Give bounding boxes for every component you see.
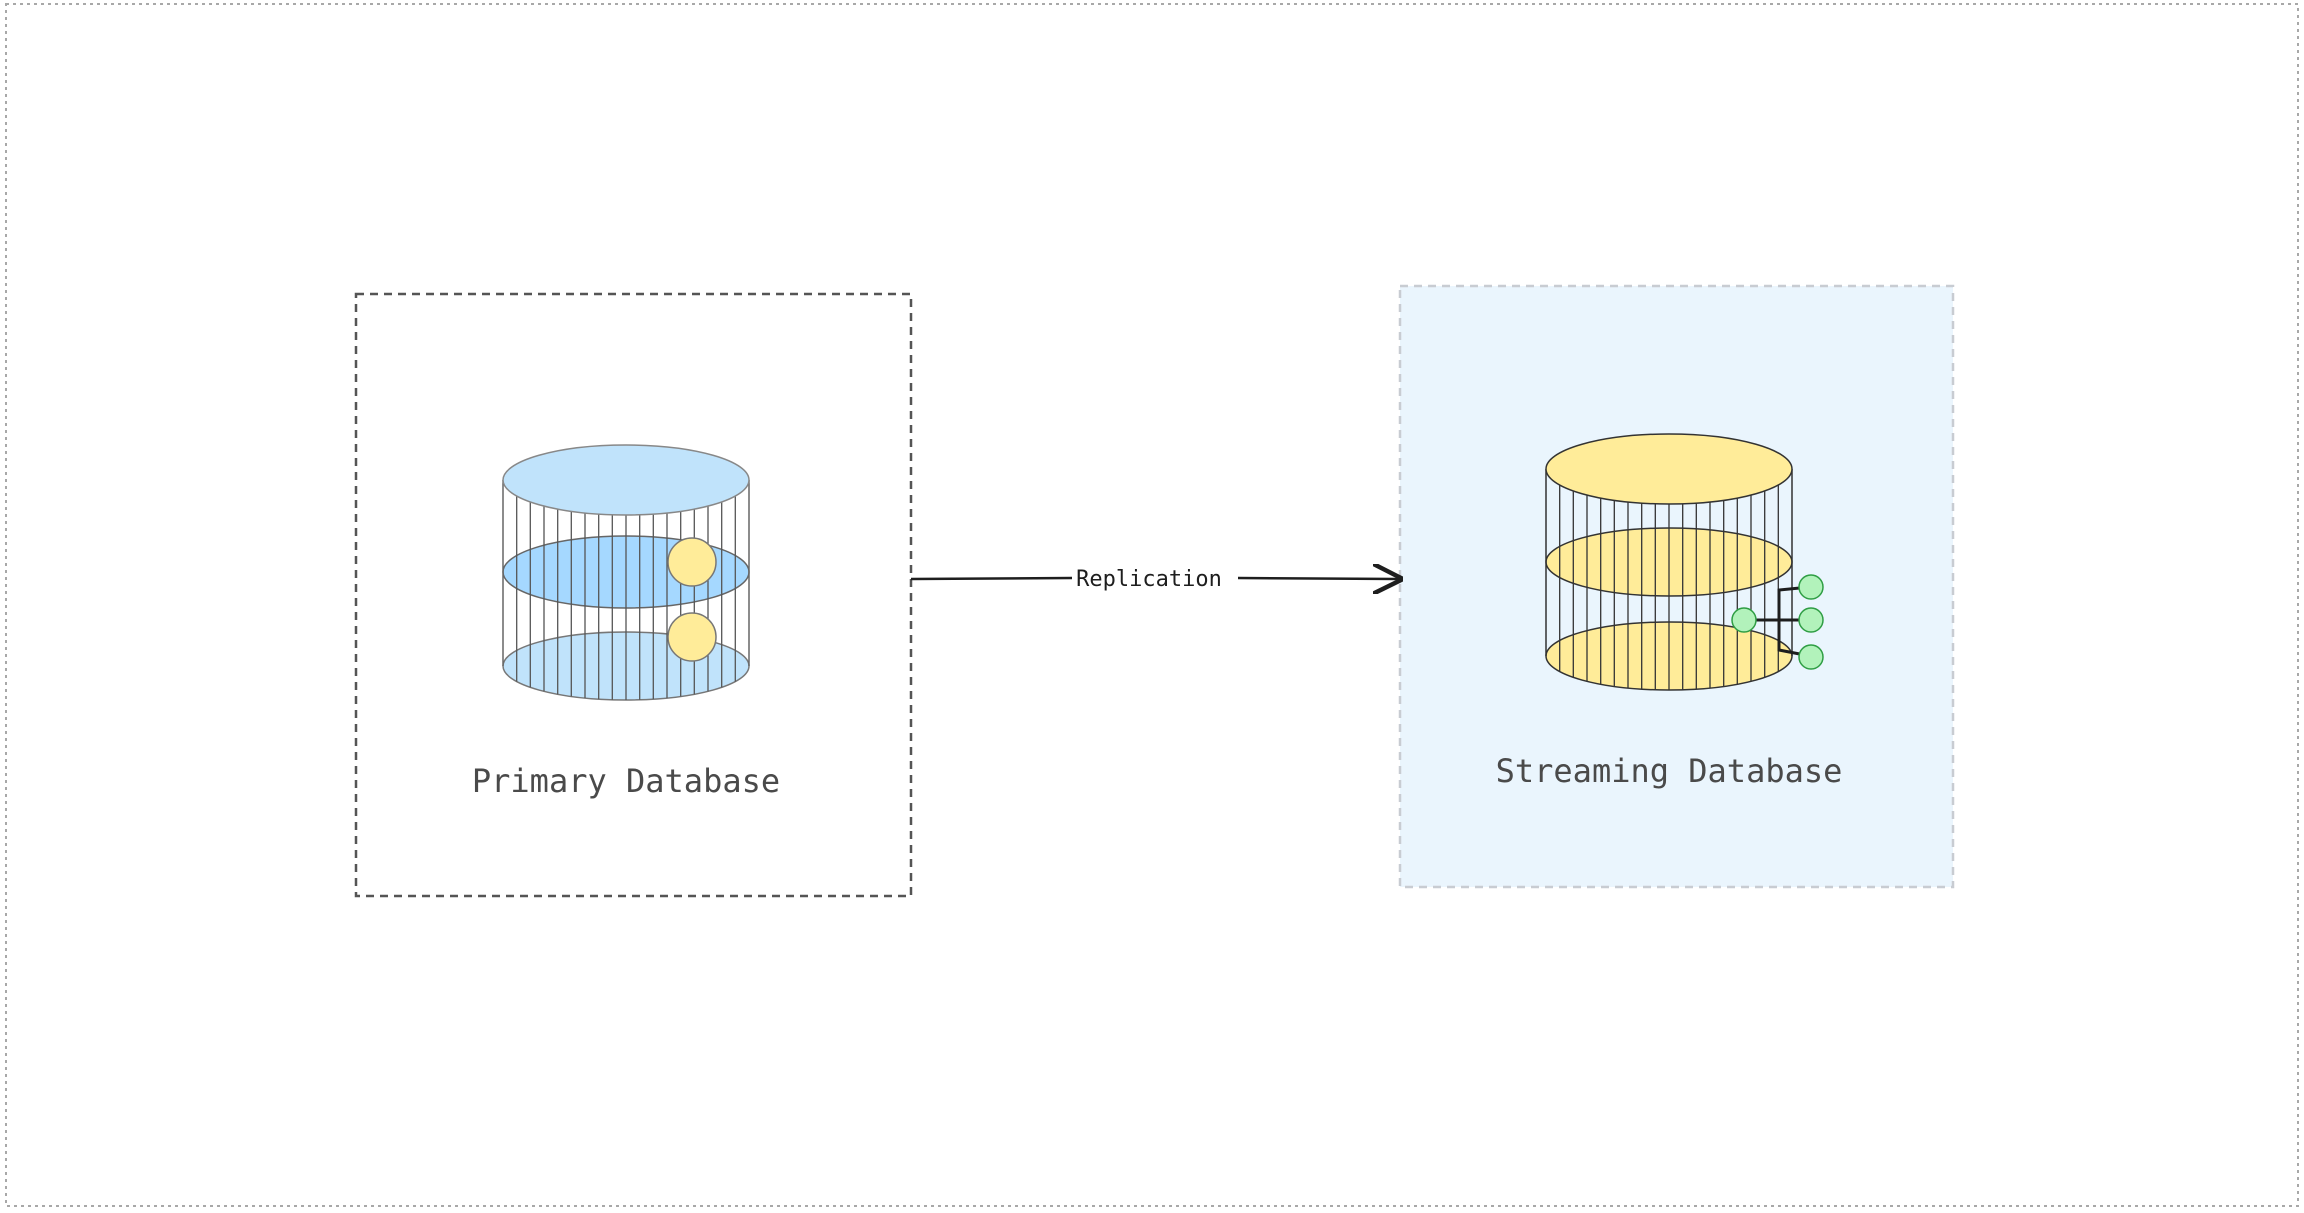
edge-replication[interactable]: Replication [910,567,1400,592]
replication-label: Replication [1076,567,1222,592]
primary-database-box [354,292,913,898]
node-primary-database[interactable]: Primary Database [354,292,913,898]
replication-arrow-right [1237,578,1400,579]
frame-border [5,3,2299,1207]
node-streaming-database[interactable]: Streaming Database [1398,284,1955,889]
database-icon [502,444,750,701]
data-dot-icon [667,612,717,662]
streaming-database-label: Streaming Database [1496,752,1843,790]
stream-fanout-icon [1731,574,1824,670]
replication-arrow-left [910,576,1073,581]
data-dot-icon [667,537,717,587]
streaming-database-icon [1545,433,1824,691]
primary-database-label: Primary Database [472,762,780,800]
